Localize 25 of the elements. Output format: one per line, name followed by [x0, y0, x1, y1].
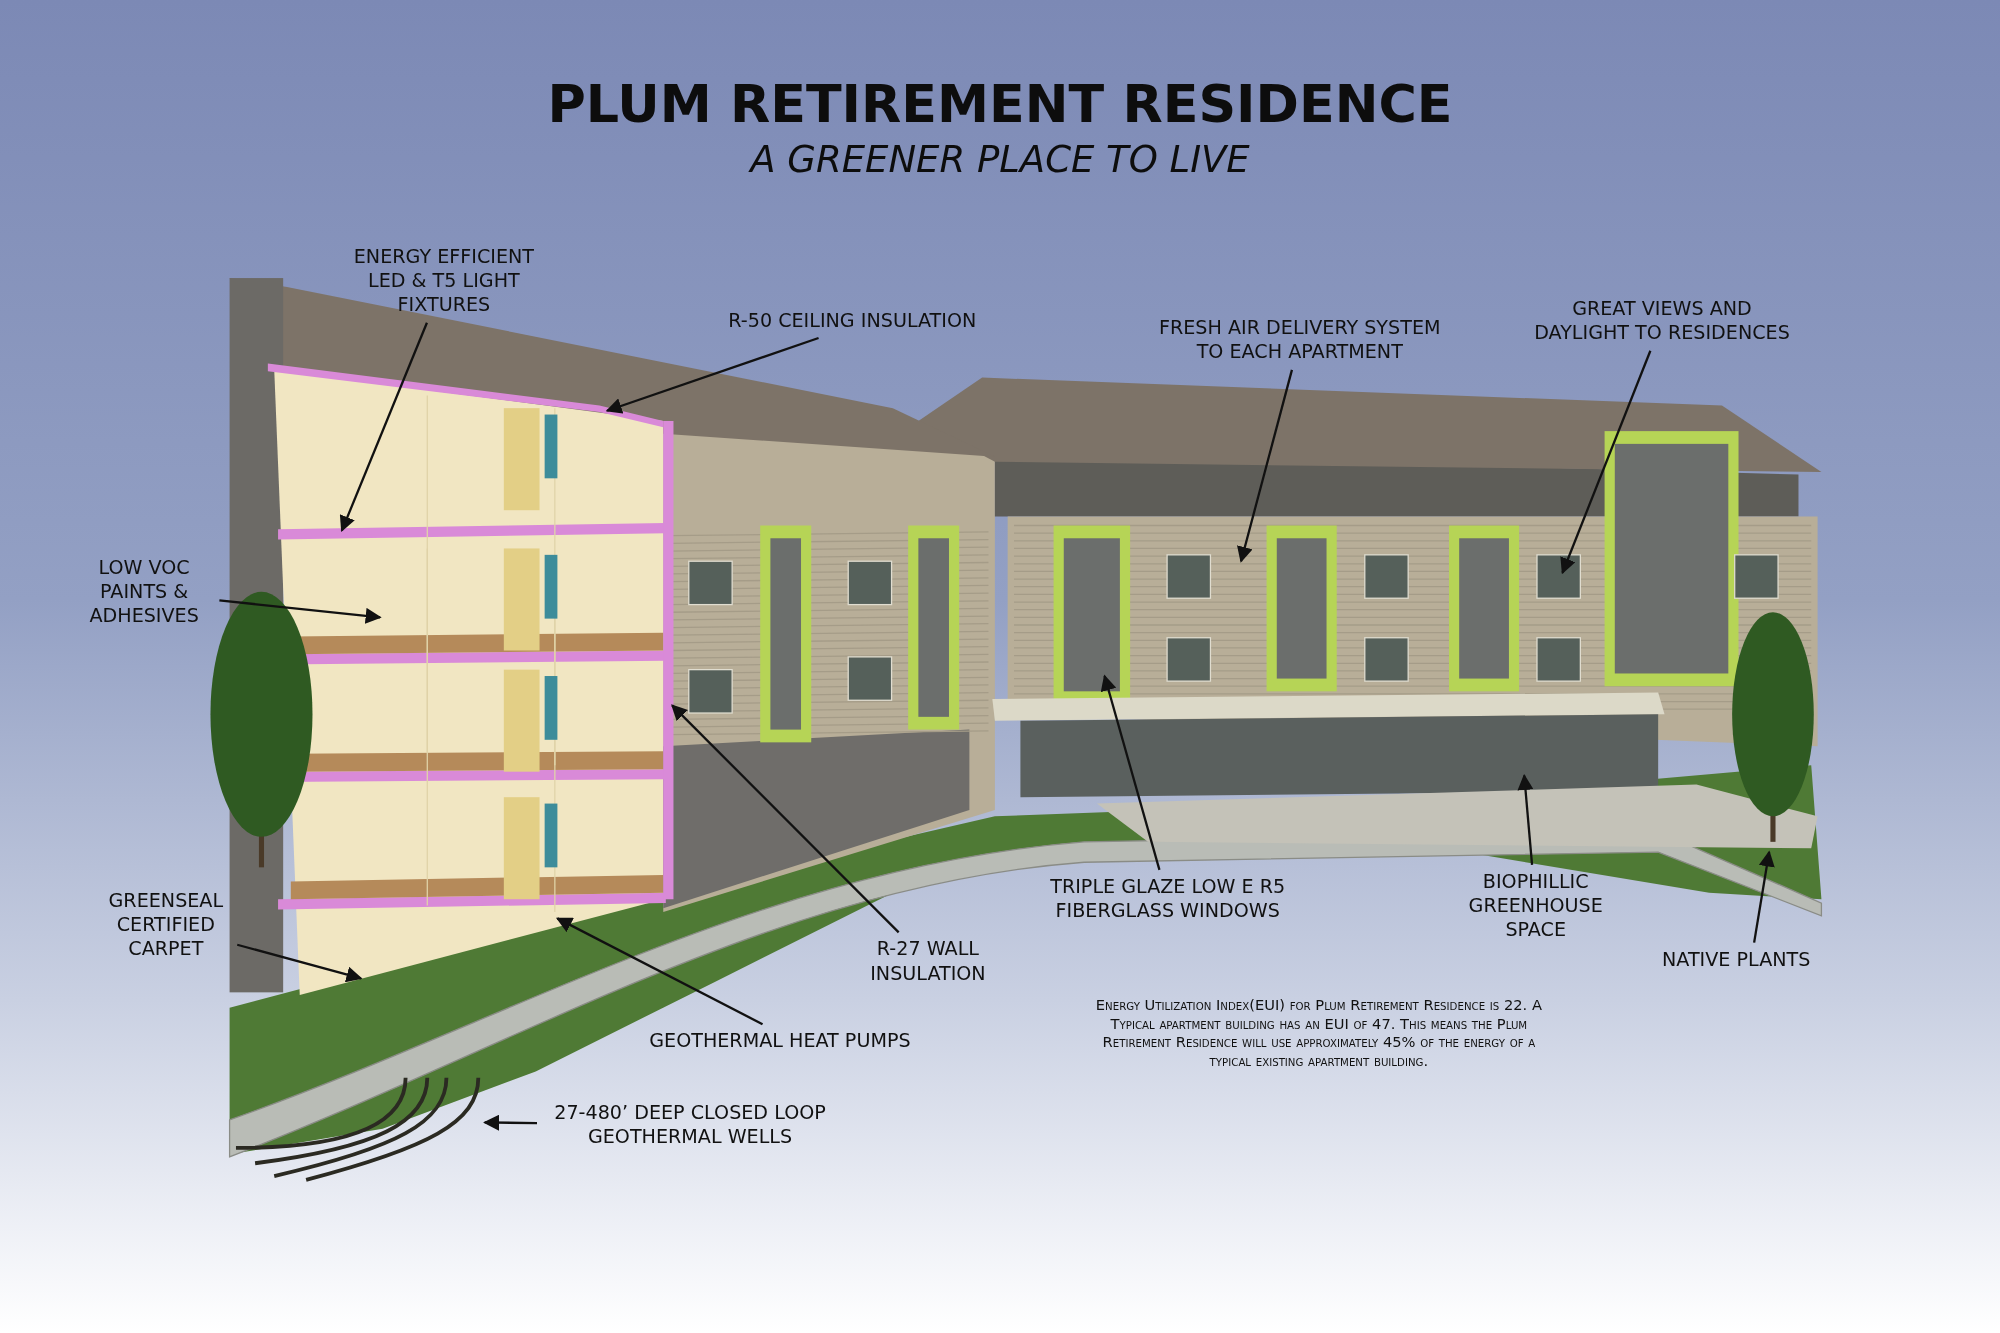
callout-label: BIOPHILLIC GREENHOUSE SPACE	[1467, 869, 1604, 943]
leader-line	[555, 917, 764, 1026]
callout-label: NATIVE PLANTS	[1662, 947, 1812, 972]
callout-label: ENERGY EFFICIENT LED & T5 LIGHT FIXTURES	[352, 244, 535, 318]
leader-line	[339, 322, 428, 533]
leader-line	[483, 1114, 537, 1131]
leader-line	[1560, 350, 1652, 575]
leader-line	[671, 704, 900, 934]
leader-line	[605, 336, 819, 414]
callout-label: GREENSEAL CERTIFIED CARPET	[107, 889, 225, 962]
callout-label: GREAT VIEWS AND DAYLIGHT TO RESIDENCES	[1533, 297, 1791, 346]
callout-label: GEOTHERMAL HEAT PUMPS	[649, 1029, 912, 1054]
leader-line	[1100, 674, 1161, 871]
leader-line	[219, 599, 382, 624]
callout-label: R-27 WALL INSULATION	[869, 937, 987, 986]
title: PLUM RETIREMENT RESIDENCE	[546, 74, 1454, 136]
subtitle: A GREENER PLACE TO LIVE	[747, 137, 1251, 182]
callout-label: 27-480’ DEEP CLOSED LOOP GEOTHERMAL WELLS	[553, 1100, 827, 1150]
leader-line	[1753, 850, 1775, 943]
callout-label: TRIPLE GLAZE LOW E R5 FIBERGLASS WINDOWS	[1049, 875, 1287, 924]
callout-label: LOW VOC PAINTS & ADHESIVES	[88, 556, 200, 629]
leader-line	[236, 943, 363, 983]
energy-note: Energy Utilization Index(EUI) for Plum Retirement Residence is 22. A Typical apartment building has an EUI of 47. This means the Plum Retirement Residence will use approximately 45% of the energy of a typical existing apartment building.	[1095, 996, 1543, 1071]
callout-label: R-50 CEILING INSULATION	[728, 308, 978, 333]
callout-label: FRESH AIR DELIVERY SYSTEM TO EACH APARTMENT	[1158, 316, 1442, 365]
